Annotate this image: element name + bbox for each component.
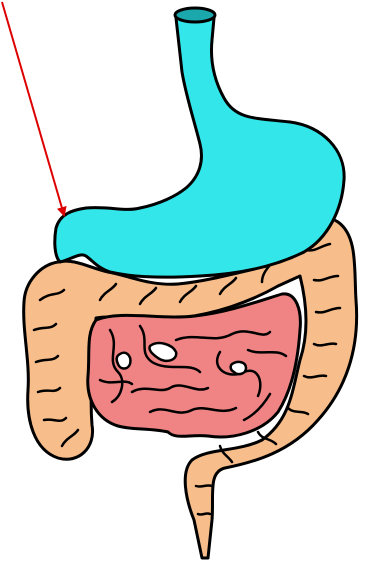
esophagus-opening xyxy=(175,8,215,22)
small-intestine xyxy=(88,294,301,437)
stomach xyxy=(55,8,344,277)
pointer-arrow xyxy=(2,2,64,215)
